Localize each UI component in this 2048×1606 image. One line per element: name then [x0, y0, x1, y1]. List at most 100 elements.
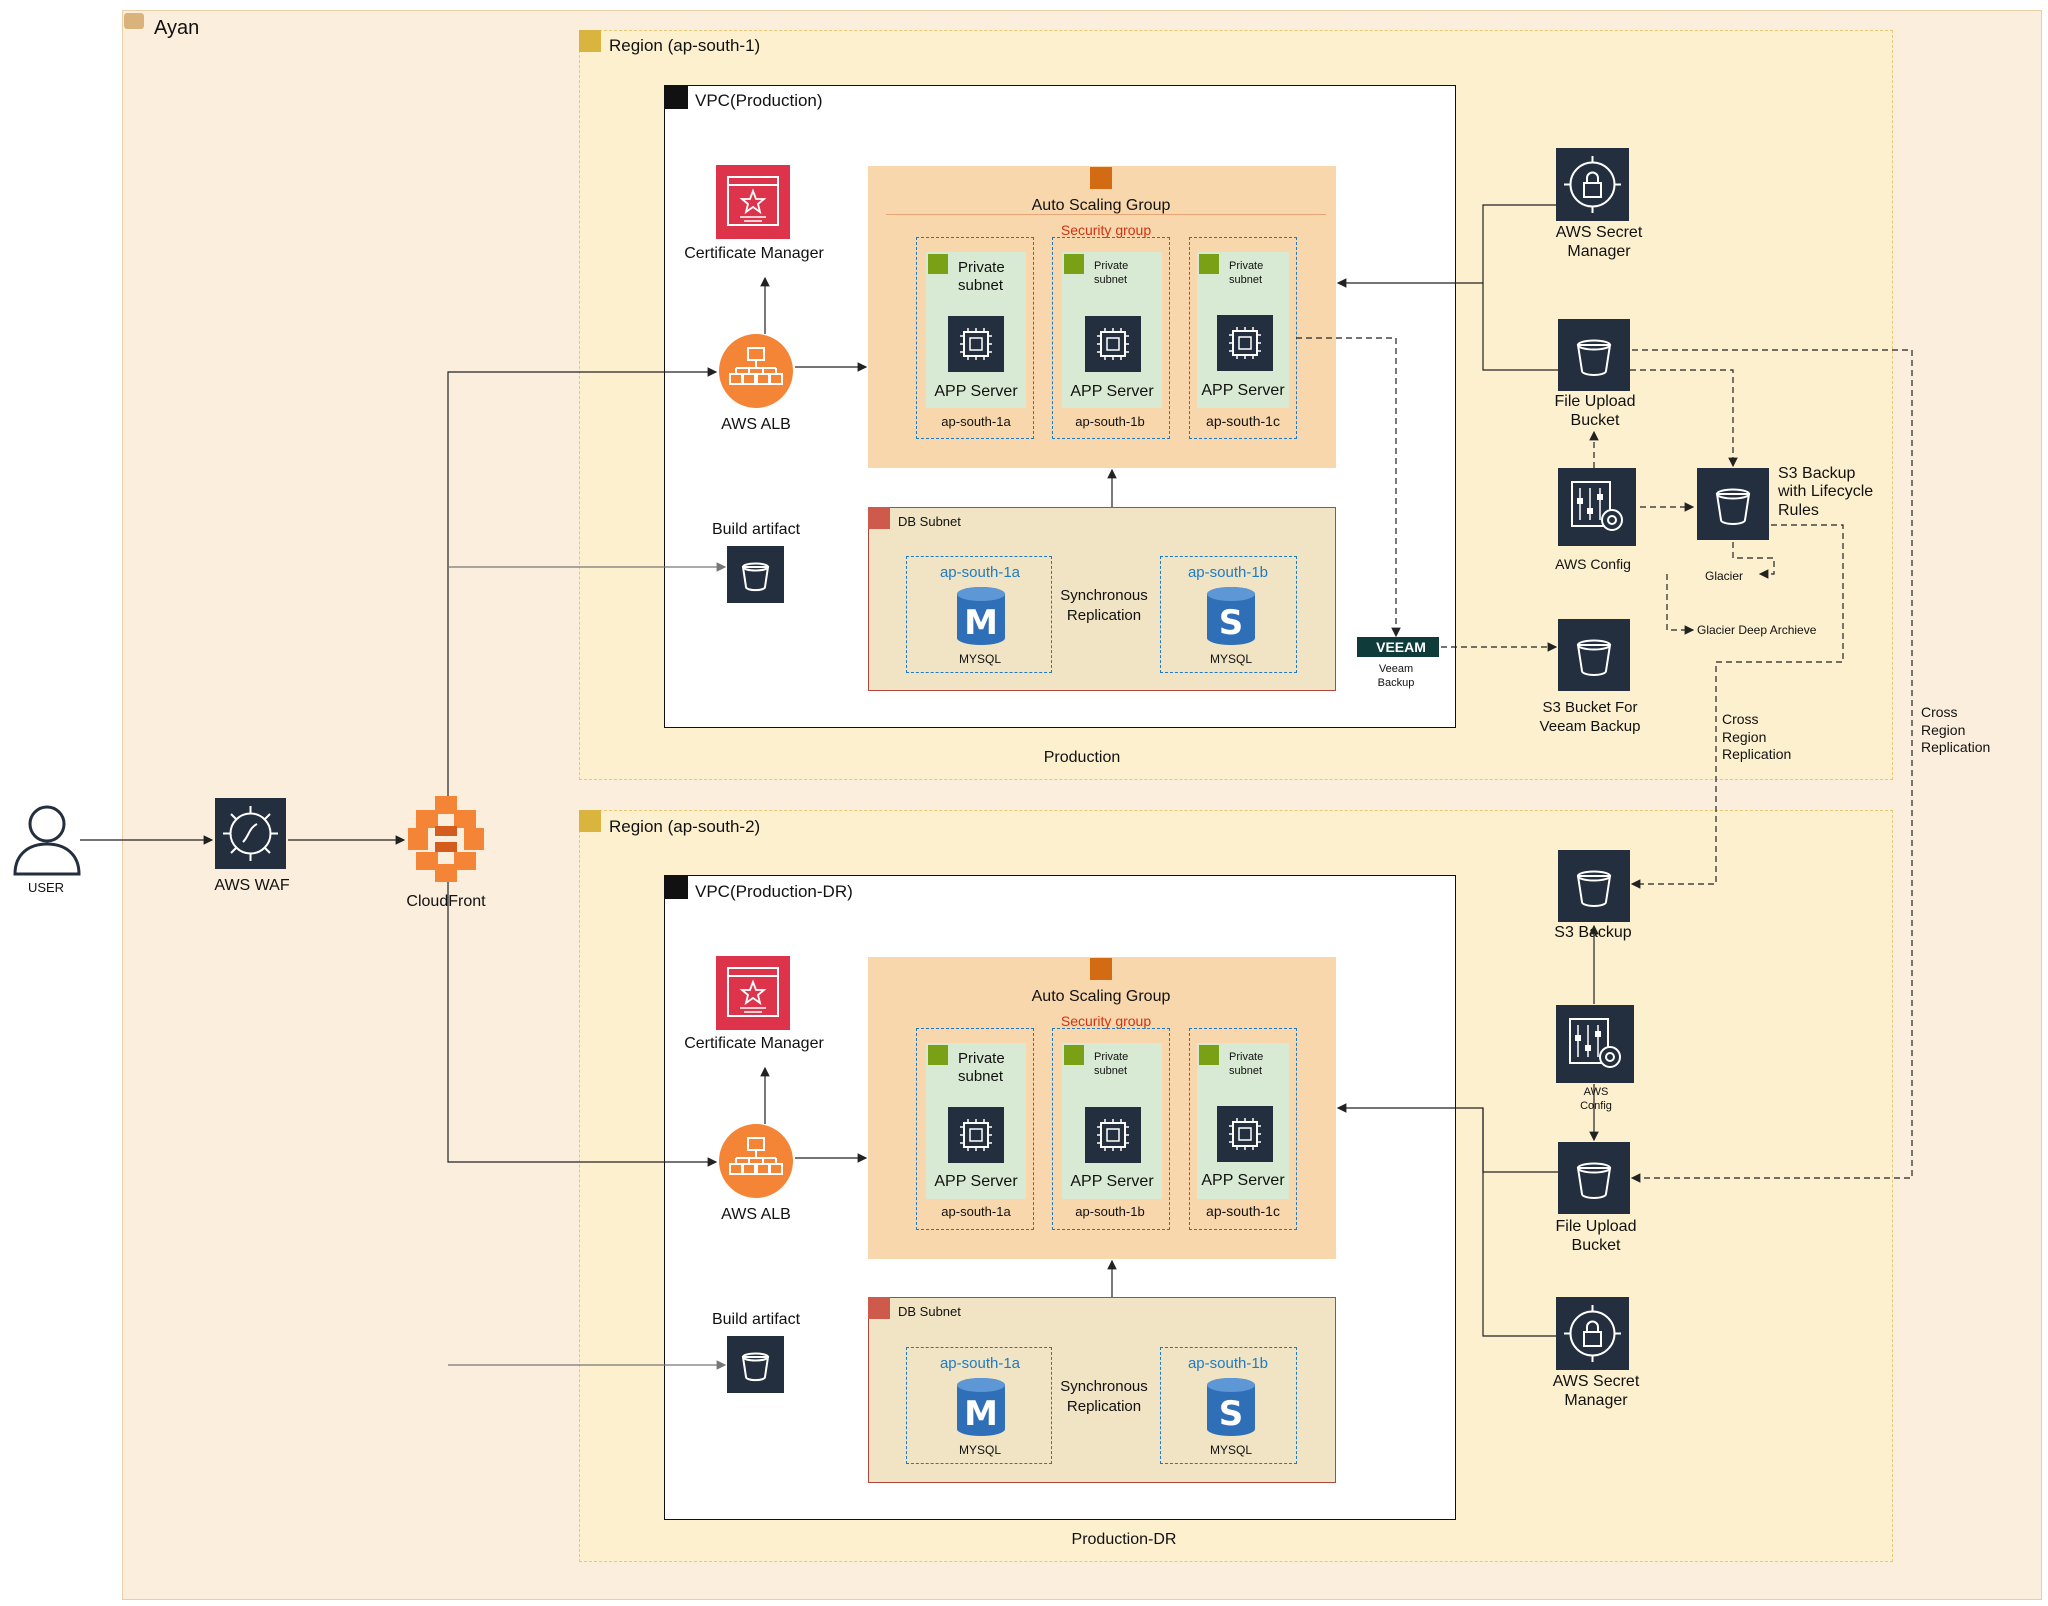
- az-label: ap-south-1a: [941, 414, 1011, 429]
- subnet-label: Private subnet: [1094, 1051, 1129, 1077]
- ec2-chip-icon: [948, 1107, 1004, 1163]
- db-az-right: [1160, 1347, 1297, 1464]
- veeam-bucket-label: S3 Bucket For Veeam Backup: [1539, 699, 1641, 735]
- subnet-ap-south-1a: [916, 237, 1034, 439]
- secret-manager-icon: [1556, 1297, 1629, 1370]
- db-subnet-icon: [868, 507, 890, 529]
- vpc-cloud-icon: [664, 85, 688, 109]
- s3-bucket-icon: [1558, 1142, 1630, 1214]
- az-label: ap-south-1b: [1075, 414, 1145, 429]
- alb-label: AWS ALB: [721, 1206, 791, 1223]
- s3-backup-icon: [1697, 468, 1769, 540]
- aws-config-icon: [1558, 468, 1636, 546]
- veeam-backup-label: Veeam Backup: [1377, 663, 1415, 690]
- region-flag-icon: [579, 810, 601, 832]
- az-label: ap-south-1a: [939, 564, 1021, 581]
- certificate-manager-icon: [716, 165, 790, 239]
- mysql-label: MYSQL: [1209, 1443, 1253, 1457]
- mysql-label: MYSQL: [958, 652, 1002, 666]
- lock-icon: [928, 1045, 948, 1065]
- db-subnet-icon: [868, 1297, 890, 1319]
- subnet-ap-south-1c: [1189, 1028, 1297, 1230]
- mysql-label: MYSQL: [958, 1443, 1002, 1457]
- database-master-icon: M: [956, 586, 1006, 646]
- region-1-footer: Production: [1043, 749, 1121, 766]
- aws-config-label: AWS Config: [1580, 1086, 1612, 1113]
- cross-region-replication-label: Cross Region Replication: [1921, 704, 1991, 755]
- lock-icon: [1064, 254, 1084, 274]
- svg-text:S: S: [1219, 1394, 1244, 1434]
- app-server-label: APP Server: [1070, 1173, 1154, 1190]
- region-flag-icon: [579, 30, 601, 52]
- file-upload-bucket-label: File Upload Bucket: [1555, 1218, 1637, 1255]
- db-az-left: [906, 556, 1052, 673]
- lock-icon: [1064, 1045, 1084, 1065]
- app-server-label: APP Server: [934, 1173, 1018, 1190]
- subnet-ap-south-1b: [1052, 1028, 1170, 1230]
- subnet-label: Private subnet: [958, 259, 1005, 294]
- ec2-chip-icon: [1217, 1106, 1273, 1162]
- alb-icon: [719, 334, 793, 408]
- az-label: ap-south-1b: [1187, 1355, 1269, 1372]
- build-artifact-label: Build artifact: [711, 1311, 801, 1328]
- cross-region-replication-label: Cross Region Replication: [1722, 711, 1792, 762]
- cloudfront-icon: [408, 796, 484, 882]
- app-server-label: APP Server: [1070, 383, 1154, 400]
- s3-bucket-icon: [1558, 619, 1630, 691]
- asg-label: Auto Scaling Group: [1031, 197, 1171, 214]
- database-slave-icon: S: [1206, 586, 1256, 646]
- database-master-icon: M: [956, 1377, 1006, 1437]
- security-group-label: Security group: [1060, 222, 1152, 238]
- vpc-2-label: VPC(Production-DR): [695, 882, 853, 901]
- az-label: ap-south-1b: [1075, 1204, 1145, 1219]
- glacier-label: Glacier: [1705, 569, 1744, 583]
- sync-replication-label: Synchronous Replication: [1060, 1378, 1148, 1415]
- db-subnet-label: DB Subnet: [898, 514, 961, 529]
- subnet-label: Private subnet: [1229, 260, 1264, 286]
- db-subnet-label: DB Subnet: [898, 1304, 961, 1319]
- db-az-left: [906, 1347, 1052, 1464]
- secret-manager-label: AWS Secret Manager: [1552, 1373, 1640, 1410]
- subnet-ap-south-1a: [916, 1028, 1034, 1230]
- aws-config-icon: [1556, 1005, 1634, 1083]
- app-server-label: APP Server: [1201, 382, 1285, 399]
- ec2-chip-icon: [1085, 1107, 1141, 1163]
- subnet-ap-south-1b: [1052, 237, 1170, 439]
- glacier-deep-archive-label: Glacier Deep Archieve: [1697, 623, 1817, 637]
- ec2-chip-icon: [1085, 316, 1141, 372]
- az-label: ap-south-1b: [1187, 564, 1269, 581]
- region-2-footer: Production-DR: [1071, 1531, 1177, 1548]
- waf-label: AWS WAF: [214, 877, 290, 894]
- secret-manager-label: AWS Secret Manager: [1555, 224, 1643, 261]
- ec2-chip-icon: [1217, 315, 1273, 371]
- alb-label: AWS ALB: [721, 416, 791, 433]
- region-2-label: Region (ap-south-2): [609, 817, 761, 836]
- subnet-label: Private subnet: [958, 1050, 1005, 1085]
- subnet-label: Private subnet: [1229, 1051, 1264, 1077]
- certificate-manager-label: Certificate Manager: [684, 1035, 824, 1052]
- sync-replication-label: Synchronous Replication: [1060, 587, 1148, 624]
- lock-icon: [928, 254, 948, 274]
- az-label: ap-south-1c: [1206, 1203, 1280, 1219]
- user-label: USER: [27, 880, 65, 895]
- mysql-label: MYSQL: [1209, 652, 1253, 666]
- ec2-chip-icon: [948, 316, 1004, 372]
- svg-text:S: S: [1219, 603, 1244, 643]
- certificate-manager-label: Certificate Manager: [684, 245, 824, 262]
- cloud-label: Ayan: [154, 17, 200, 39]
- db-subnet: [868, 1297, 1336, 1483]
- vpc-cloud-icon: [664, 875, 688, 899]
- aws-config-label: AWS Config: [1555, 556, 1631, 572]
- user-icon: [12, 802, 82, 876]
- veeam-logo: [1357, 637, 1439, 657]
- lock-icon: [1199, 254, 1219, 274]
- s3-backup-icon: [1558, 850, 1630, 922]
- az-label: ap-south-1a: [939, 1355, 1021, 1372]
- cloudfront-label: CloudFront: [406, 893, 486, 910]
- veeam-logo-text: VEEAM: [1376, 639, 1426, 655]
- asg-label: Auto Scaling Group: [1031, 988, 1171, 1005]
- az-label: ap-south-1a: [941, 1204, 1011, 1219]
- secret-manager-icon: [1556, 148, 1629, 221]
- region-1-label: Region (ap-south-1): [609, 36, 761, 55]
